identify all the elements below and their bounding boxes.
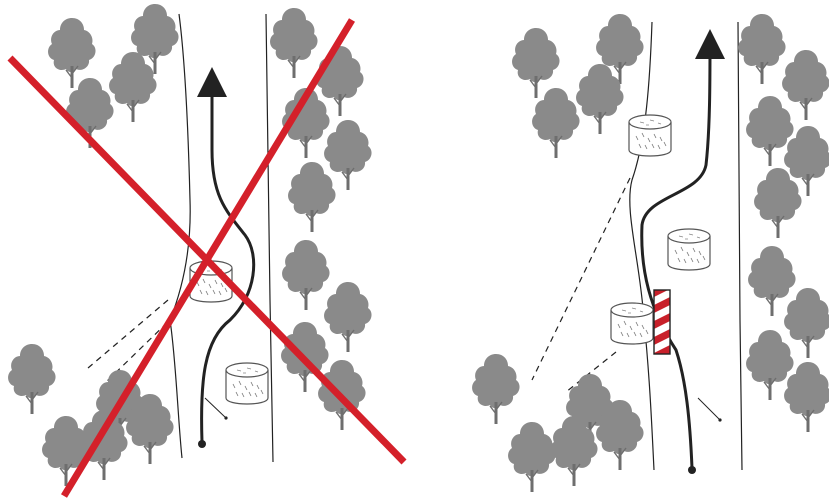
leader-dot [718,418,721,421]
tree-icon [738,14,785,84]
tree-icon [508,422,555,492]
tree-icon [109,52,156,122]
dashed-track-line [532,178,630,380]
leader-line [698,398,720,420]
road-edge-right [738,22,742,470]
path-start-dot [198,440,206,448]
tree-icon [288,162,335,232]
leader-dot [224,416,227,419]
leader-line [205,398,226,418]
tree-icon [472,354,519,424]
hay-bale [611,303,653,344]
tree-icon [48,18,95,88]
tree-icon [532,88,579,158]
hay-bale [226,363,268,404]
panel-correct [472,14,829,492]
tree-icon [324,282,371,352]
tree-icon [512,28,559,98]
panel-incorrect [8,4,404,496]
hay-bale [629,115,671,156]
path-start-dot [688,466,696,474]
tree-icon [784,288,829,358]
tree-icon [576,64,623,134]
tree-icon [8,344,55,414]
hay-bale [668,229,710,270]
tree-icon [782,50,829,120]
tree-icon [784,362,829,432]
tree-icon [270,8,317,78]
tree-icon [282,240,329,310]
tree-icon [42,416,89,486]
tree-icon [754,168,801,238]
